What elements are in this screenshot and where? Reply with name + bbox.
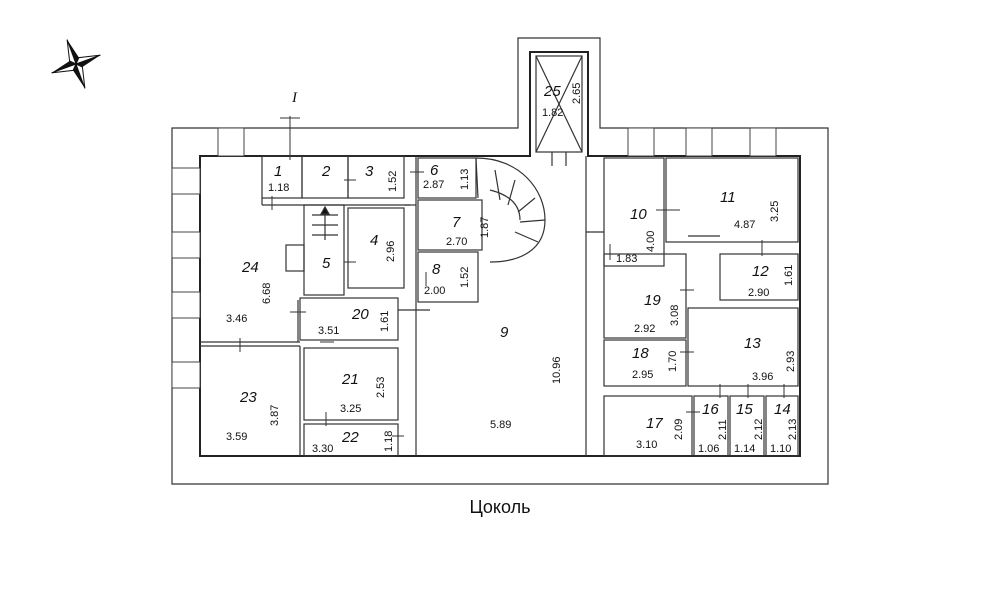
- room-20-dim-b: 1.61: [379, 311, 391, 332]
- room-19-dim-b: 3.08: [669, 305, 681, 326]
- room-10-dim-a: 4.00: [645, 231, 657, 252]
- room-11-number: 11: [720, 189, 736, 206]
- room-19-dim-a: 2.92: [634, 323, 655, 335]
- room-7-number: 7: [452, 214, 461, 231]
- room-16-dim-a: 1.06: [698, 443, 719, 455]
- room-20-number: 20: [351, 306, 369, 323]
- room-16-dim-b: 2.11: [717, 419, 729, 440]
- room-10-number: 10: [630, 206, 647, 223]
- room-9-dim-a: 10.96: [551, 356, 563, 384]
- door-marks: [239, 116, 785, 437]
- room-24-dim-b: 6.68: [261, 283, 273, 304]
- room-25-number: 25: [543, 83, 561, 100]
- windows: [171, 127, 777, 389]
- room-13-dim-a: 3.96: [752, 371, 773, 383]
- room-24-number: 24: [241, 259, 259, 276]
- room-6-dim-b: 1.13: [459, 169, 471, 190]
- room-labels: 1 1.18 2 3 1.52 4 2.96 5 6 2.87 1.13 7 2…: [226, 83, 799, 455]
- room-8-dim-b: 1.52: [459, 267, 471, 288]
- room-12-dim-a: 2.90: [748, 287, 769, 299]
- room-22-dim-a: 3.30: [312, 443, 333, 455]
- room-19-number: 19: [644, 292, 661, 309]
- room-9-number: 9: [500, 324, 509, 341]
- floor-caption: Цоколь: [469, 497, 531, 517]
- room-17-dim-a: 3.10: [636, 439, 657, 451]
- axis-label: I: [291, 90, 298, 106]
- room-22-dim-b: 1.18: [383, 431, 395, 452]
- room-14-dim-b: 2.13: [787, 419, 799, 440]
- outer-wall: [171, 37, 829, 485]
- room-21-dim-a: 3.25: [340, 403, 361, 415]
- room-2-number: 2: [321, 163, 331, 180]
- room-8-number: 8: [432, 261, 441, 278]
- room-5-number: 5: [322, 255, 331, 272]
- room-3-dim: 1.52: [387, 171, 399, 192]
- room-18-number: 18: [632, 345, 649, 362]
- room-14-dim-a: 1.10: [770, 443, 791, 455]
- room-7-dim-b: 1.87: [479, 217, 491, 238]
- room-23-dim-a: 3.59: [226, 431, 247, 443]
- room-14-number: 14: [774, 401, 791, 418]
- room-16-number: 16: [702, 401, 719, 418]
- compass-rose-icon: [51, 39, 101, 89]
- room-21-number: 21: [341, 371, 359, 388]
- room-15-dim-b: 2.12: [753, 419, 765, 440]
- room-9-dim-b: 5.89: [490, 419, 511, 431]
- room-22-number: 22: [341, 429, 359, 446]
- room-21-dim-b: 2.53: [375, 377, 387, 398]
- room-25-dim-b: 2.65: [571, 83, 583, 104]
- room-17-number: 17: [646, 415, 663, 432]
- room-18-dim-b: 1.70: [667, 351, 679, 372]
- room-1-number: 1: [274, 163, 282, 180]
- room-6-number: 6: [430, 162, 439, 179]
- room-17-dim-b: 2.09: [673, 419, 685, 440]
- room-15-dim-a: 1.14: [734, 443, 755, 455]
- room-11-dim-b: 3.25: [769, 201, 781, 222]
- room-13-number: 13: [744, 335, 761, 352]
- room-23-dim-b: 3.87: [269, 405, 281, 426]
- room-13-dim-b: 2.93: [785, 351, 797, 372]
- room-4-number: 4: [370, 232, 378, 249]
- room-20-dim-a: 3.51: [318, 325, 339, 337]
- inner-wall: [199, 51, 801, 457]
- room-15-number: 15: [736, 401, 753, 418]
- room-8-dim-a: 2.00: [424, 285, 445, 297]
- room-4-dim: 2.96: [385, 241, 397, 262]
- room-6-dim-a: 2.87: [423, 179, 444, 191]
- room-12-dim-b: 1.61: [783, 265, 795, 286]
- room-18-dim-a: 2.95: [632, 369, 653, 381]
- room-11-dim-a: 4.87: [734, 219, 755, 231]
- room-12-number: 12: [752, 263, 769, 280]
- room-23-number: 23: [239, 389, 257, 406]
- room-10-dim-b: 1.83: [616, 253, 637, 265]
- room-3-number: 3: [365, 163, 374, 180]
- room-7-dim-a: 2.70: [446, 236, 467, 248]
- interior-walls: [200, 152, 799, 457]
- room-24-dim-a: 3.46: [226, 313, 247, 325]
- room-25-dim-a: 1.82: [542, 107, 563, 119]
- room-1-dim: 1.18: [268, 182, 289, 194]
